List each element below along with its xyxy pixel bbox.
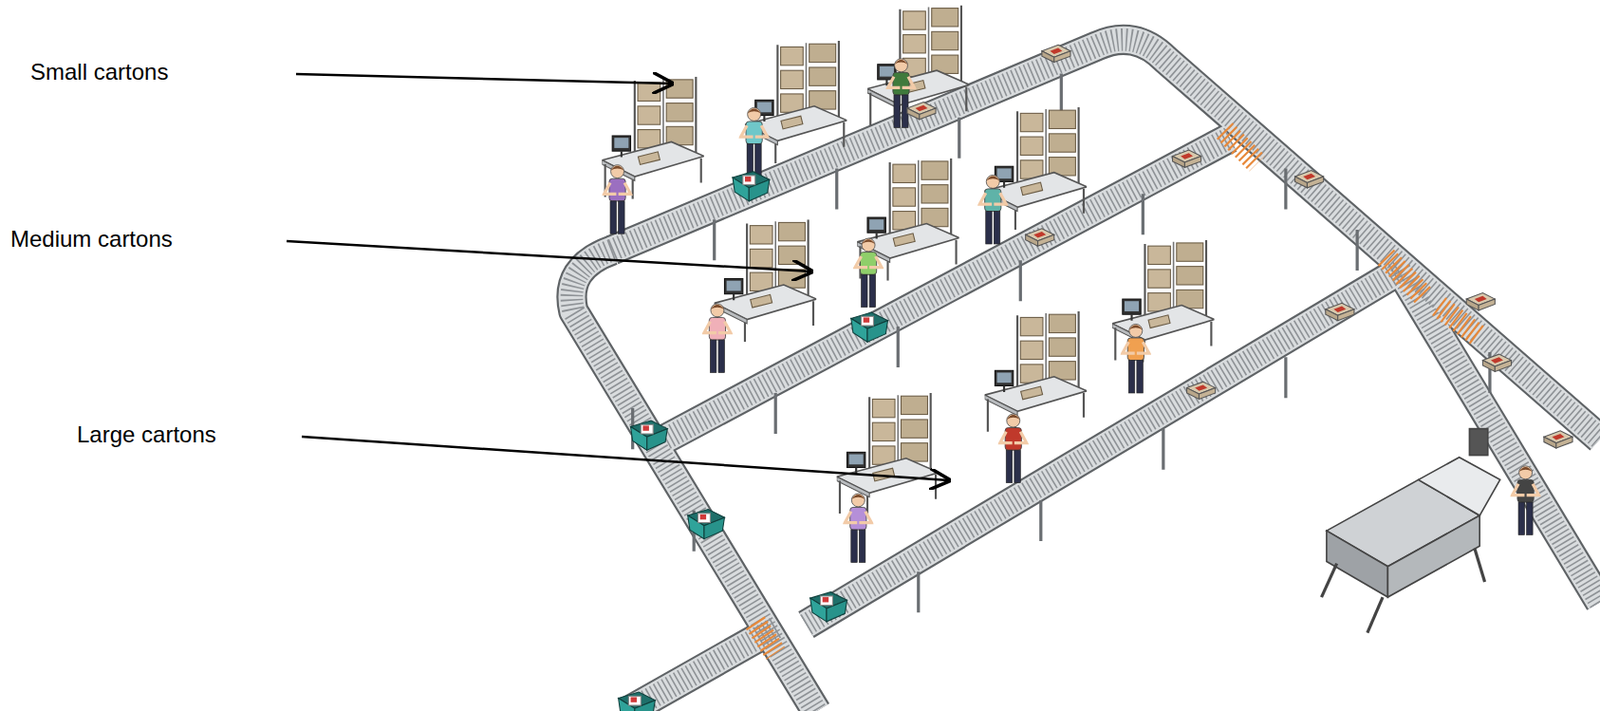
- callout-label: Medium cartons: [10, 225, 173, 253]
- callout-label: Large cartons: [76, 421, 217, 448]
- leader-arrow: [296, 74, 672, 84]
- leader-arrow: [286, 241, 812, 272]
- leader-arrow: [301, 436, 949, 481]
- callout-label: Small cartons: [30, 58, 168, 86]
